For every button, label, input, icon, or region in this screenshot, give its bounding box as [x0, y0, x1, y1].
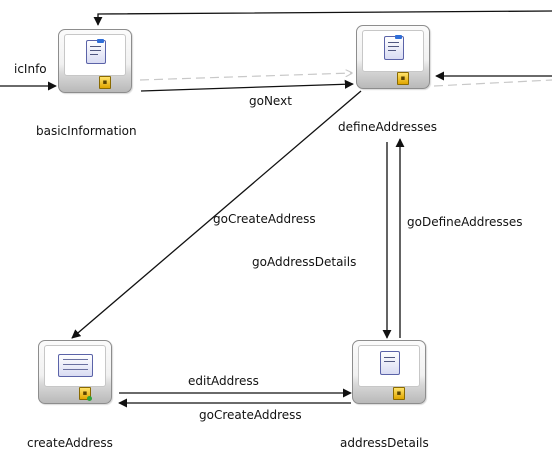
node-icon-area: [64, 34, 126, 76]
page-icon: [384, 35, 404, 60]
page-icon: [380, 351, 400, 375]
page-definition-new-badge-icon: ▪: [79, 387, 92, 401]
node-icon-area: [362, 30, 424, 72]
node-label-addressdetails: addressDetails: [340, 436, 429, 450]
gonext-edge: [140, 79, 354, 92]
page-definition-badge-icon: ▪: [99, 76, 111, 89]
edge-label-godefineaddresses[interactable]: goDefineAddresses: [407, 215, 523, 229]
top-loop-edge: [93, 10, 552, 26]
page-definition-badge-icon: ▪: [393, 387, 405, 400]
page-icon: [86, 39, 106, 64]
dashed-connector-right: [433, 79, 552, 87]
edge-label-icinfo[interactable]: icInfo: [14, 62, 47, 76]
node-icon-area: [358, 345, 420, 387]
node-basicinformation[interactable]: ▪: [58, 29, 132, 93]
page-definition-badge-icon: ▪: [397, 72, 409, 85]
node-addressdetails[interactable]: ▪: [352, 340, 426, 404]
node-label-defineaddresses: defineAddresses: [338, 120, 437, 134]
edge-label-editaddress[interactable]: editAddress: [188, 374, 259, 388]
form-page-icon: [58, 354, 93, 377]
edge-label-gonext[interactable]: goNext: [249, 94, 292, 108]
node-icon-area: [44, 345, 106, 387]
node-createaddress[interactable]: ▪: [38, 340, 112, 404]
node-label-basicinformation: basicInformation: [36, 124, 137, 138]
node-defineaddresses[interactable]: ▪: [356, 25, 430, 89]
edge-label-gocreateaddress[interactable]: goCreateAddress: [213, 212, 316, 226]
edge-label-gocreateaddress-bottom[interactable]: goCreateAddress: [199, 408, 302, 422]
dashed-connector: [139, 73, 352, 81]
edge-label-goaddressdetails[interactable]: goAddressDetails: [252, 255, 357, 269]
node-label-createaddress: createAddress: [27, 436, 113, 450]
gocreateaddress-diag-edge: [71, 90, 362, 339]
